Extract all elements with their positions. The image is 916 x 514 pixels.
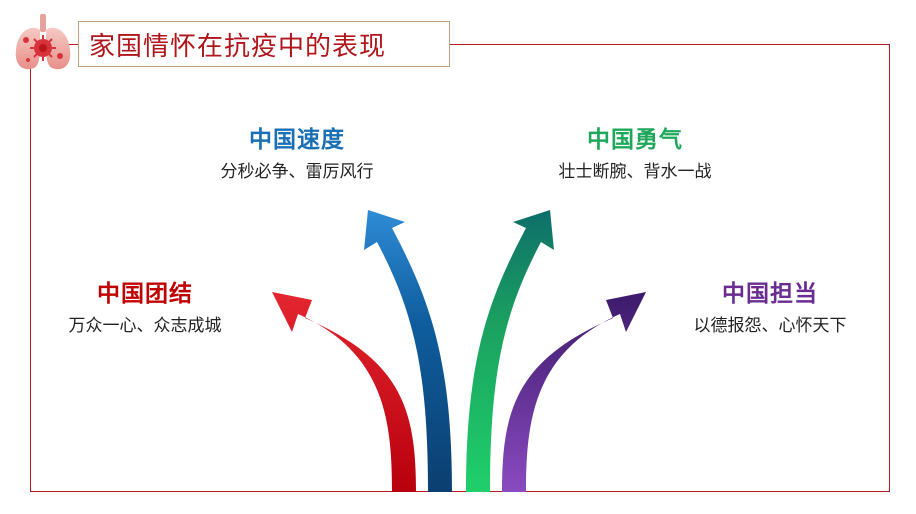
branch-speed: 中国速度 分秒必争、雷厉风行 (194, 120, 400, 182)
title-box: 家国情怀在抗疫中的表现 (78, 21, 450, 67)
branch-courage: 中国勇气 壮士断腕、背水一战 (532, 120, 738, 182)
lungs-virus-icon (15, 14, 71, 70)
arrow-responsibility (502, 292, 646, 492)
branch-subtitle: 壮士断腕、背水一战 (558, 162, 712, 182)
branch-responsibility: 中国担当 以德报怨、心怀天下 (670, 274, 870, 336)
branch-subtitle: 以德报怨、心怀天下 (693, 316, 847, 336)
branch-heading: 中国速度 (249, 127, 345, 153)
arrow-courage (466, 210, 554, 492)
arrow-speed (364, 210, 452, 492)
branch-unity: 中国团结 万众一心、众志成城 (50, 274, 240, 336)
branch-heading: 中国团结 (97, 281, 193, 307)
branch-subtitle: 万众一心、众志成城 (68, 316, 222, 336)
arrow-unity (272, 292, 416, 492)
branch-heading: 中国勇气 (587, 127, 683, 153)
branch-subtitle: 分秒必争、雷厉风行 (220, 162, 374, 182)
slide-title: 家国情怀在抗疫中的表现 (89, 31, 387, 62)
slide-frame (30, 44, 890, 492)
branch-heading: 中国担当 (722, 281, 818, 307)
